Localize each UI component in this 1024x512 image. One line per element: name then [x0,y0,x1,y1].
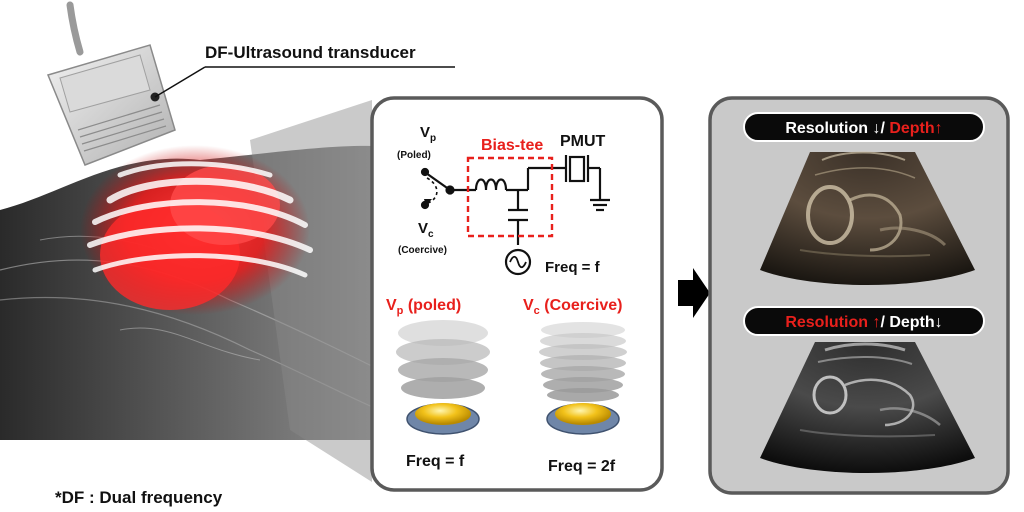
pmut-label: PMUT [560,133,606,150]
ultrasound-image-low-frequency [760,151,975,285]
right-arrow-icon [678,268,710,318]
vc-note: (Coercive) [398,245,447,256]
vp-label: Vp [420,124,436,144]
ultrasound-image-high-frequency [760,342,975,473]
transducer-callout: DF-Ultrasound transducer [154,43,455,98]
source-frequency-label: Freq = f [545,259,601,276]
ultrasound-wave-arcs [87,161,313,278]
coercive-beam-pattern [539,322,627,402]
transducer-probe [46,1,176,166]
bias-tee-circuit [420,155,610,276]
coercive-pmut-disc [546,403,620,435]
vc-label: Vc [418,220,434,240]
poled-beam-pattern [396,320,490,399]
coercive-frequency-label: Freq = 2f [548,458,616,475]
transducer-label: DF-Ultrasound transducer [205,43,416,62]
poled-pmut-disc [406,403,480,435]
result-high-depth-badge: Resolution ↓/ Depth↑ [743,112,985,142]
poled-frequency-label: Freq = f [406,453,465,470]
vp-note: (Poled) [397,150,431,161]
svg-text:Resolution ↓/ Depth↑: Resolution ↓/ Depth↑ [785,120,942,137]
bias-tee-label: Bias-tee [481,137,543,154]
footnote-dual-frequency: *DF : Dual frequency [55,488,223,507]
mode-coercive-title: Vc (Coercive) [523,297,623,317]
bias-tee-outline [466,156,554,238]
result-high-resolution-badge: Resolution ↑/ Depth↓ [743,306,985,336]
svg-text:Resolution ↑/ Depth↓: Resolution ↑/ Depth↓ [785,314,942,331]
mode-poled-title: Vp (poled) [386,297,461,317]
